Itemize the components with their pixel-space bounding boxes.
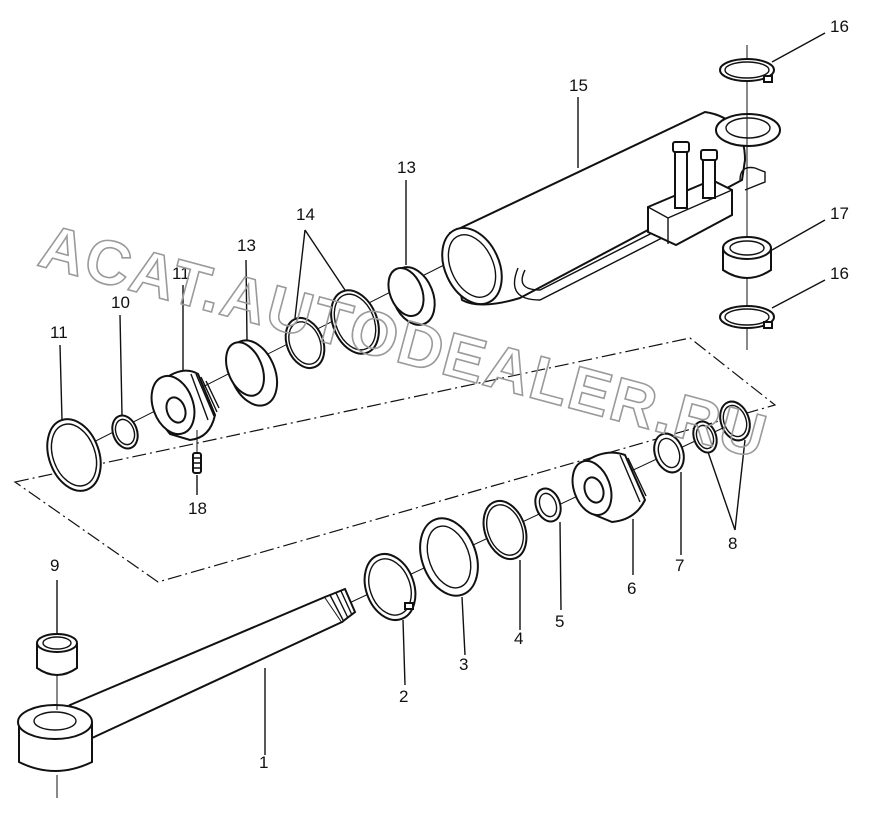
part-12-gland bbox=[150, 369, 220, 442]
callout-16-bottom: 16 bbox=[830, 264, 849, 283]
part-13-backup-ring-left bbox=[225, 339, 279, 407]
callout-17: 17 bbox=[830, 204, 849, 223]
callouts: 11 10 11 13 14 13 15 16 17 16 18 9 1 2 3… bbox=[50, 17, 849, 772]
part-13-backup-ring-right bbox=[387, 266, 436, 326]
part-10-o-ring bbox=[46, 418, 102, 492]
group-outline bbox=[13, 337, 777, 583]
callout-2: 2 bbox=[399, 687, 408, 706]
part-2-snap-ring bbox=[363, 553, 417, 621]
callout-5: 5 bbox=[555, 612, 564, 631]
part-15-cylinder-tube bbox=[441, 110, 781, 306]
part-8-o-rings bbox=[692, 400, 751, 454]
callout-13-right: 13 bbox=[397, 158, 416, 177]
callout-7: 7 bbox=[675, 556, 684, 575]
leader-lines bbox=[56, 32, 826, 755]
part-9-bushing bbox=[36, 600, 78, 798]
part-4-o-ring bbox=[482, 499, 528, 561]
part-1-piston-rod bbox=[17, 587, 357, 772]
part-6-piston bbox=[571, 451, 647, 524]
callout-8: 8 bbox=[728, 534, 737, 553]
callout-15: 15 bbox=[569, 76, 588, 95]
watermark: ACAT.AUTODEALER.RU bbox=[32, 212, 774, 473]
callout-1: 1 bbox=[259, 753, 268, 772]
part-14-o-rings bbox=[284, 289, 380, 370]
part-11-small-o-ring bbox=[111, 414, 139, 450]
part-16-snap-ring-top bbox=[719, 58, 775, 83]
part-16-snap-ring-bottom bbox=[719, 305, 775, 329]
part-7-wiper bbox=[653, 432, 685, 474]
callout-13-left: 13 bbox=[237, 236, 256, 255]
callout-6: 6 bbox=[627, 579, 636, 598]
callout-14: 14 bbox=[296, 205, 315, 224]
part-5-seal bbox=[534, 487, 562, 523]
callout-18: 18 bbox=[188, 499, 207, 518]
callout-11: 10 bbox=[111, 293, 130, 312]
callout-9: 9 bbox=[50, 556, 59, 575]
callout-10: 11 bbox=[50, 323, 68, 342]
callout-3: 3 bbox=[459, 655, 468, 674]
callout-12: 11 bbox=[172, 264, 190, 283]
callout-16-top: 16 bbox=[830, 17, 849, 36]
part-18-set-screw bbox=[192, 430, 202, 474]
callout-4: 4 bbox=[514, 629, 523, 648]
part-3-wear-ring bbox=[419, 517, 479, 597]
part-17-bushing bbox=[722, 236, 772, 279]
